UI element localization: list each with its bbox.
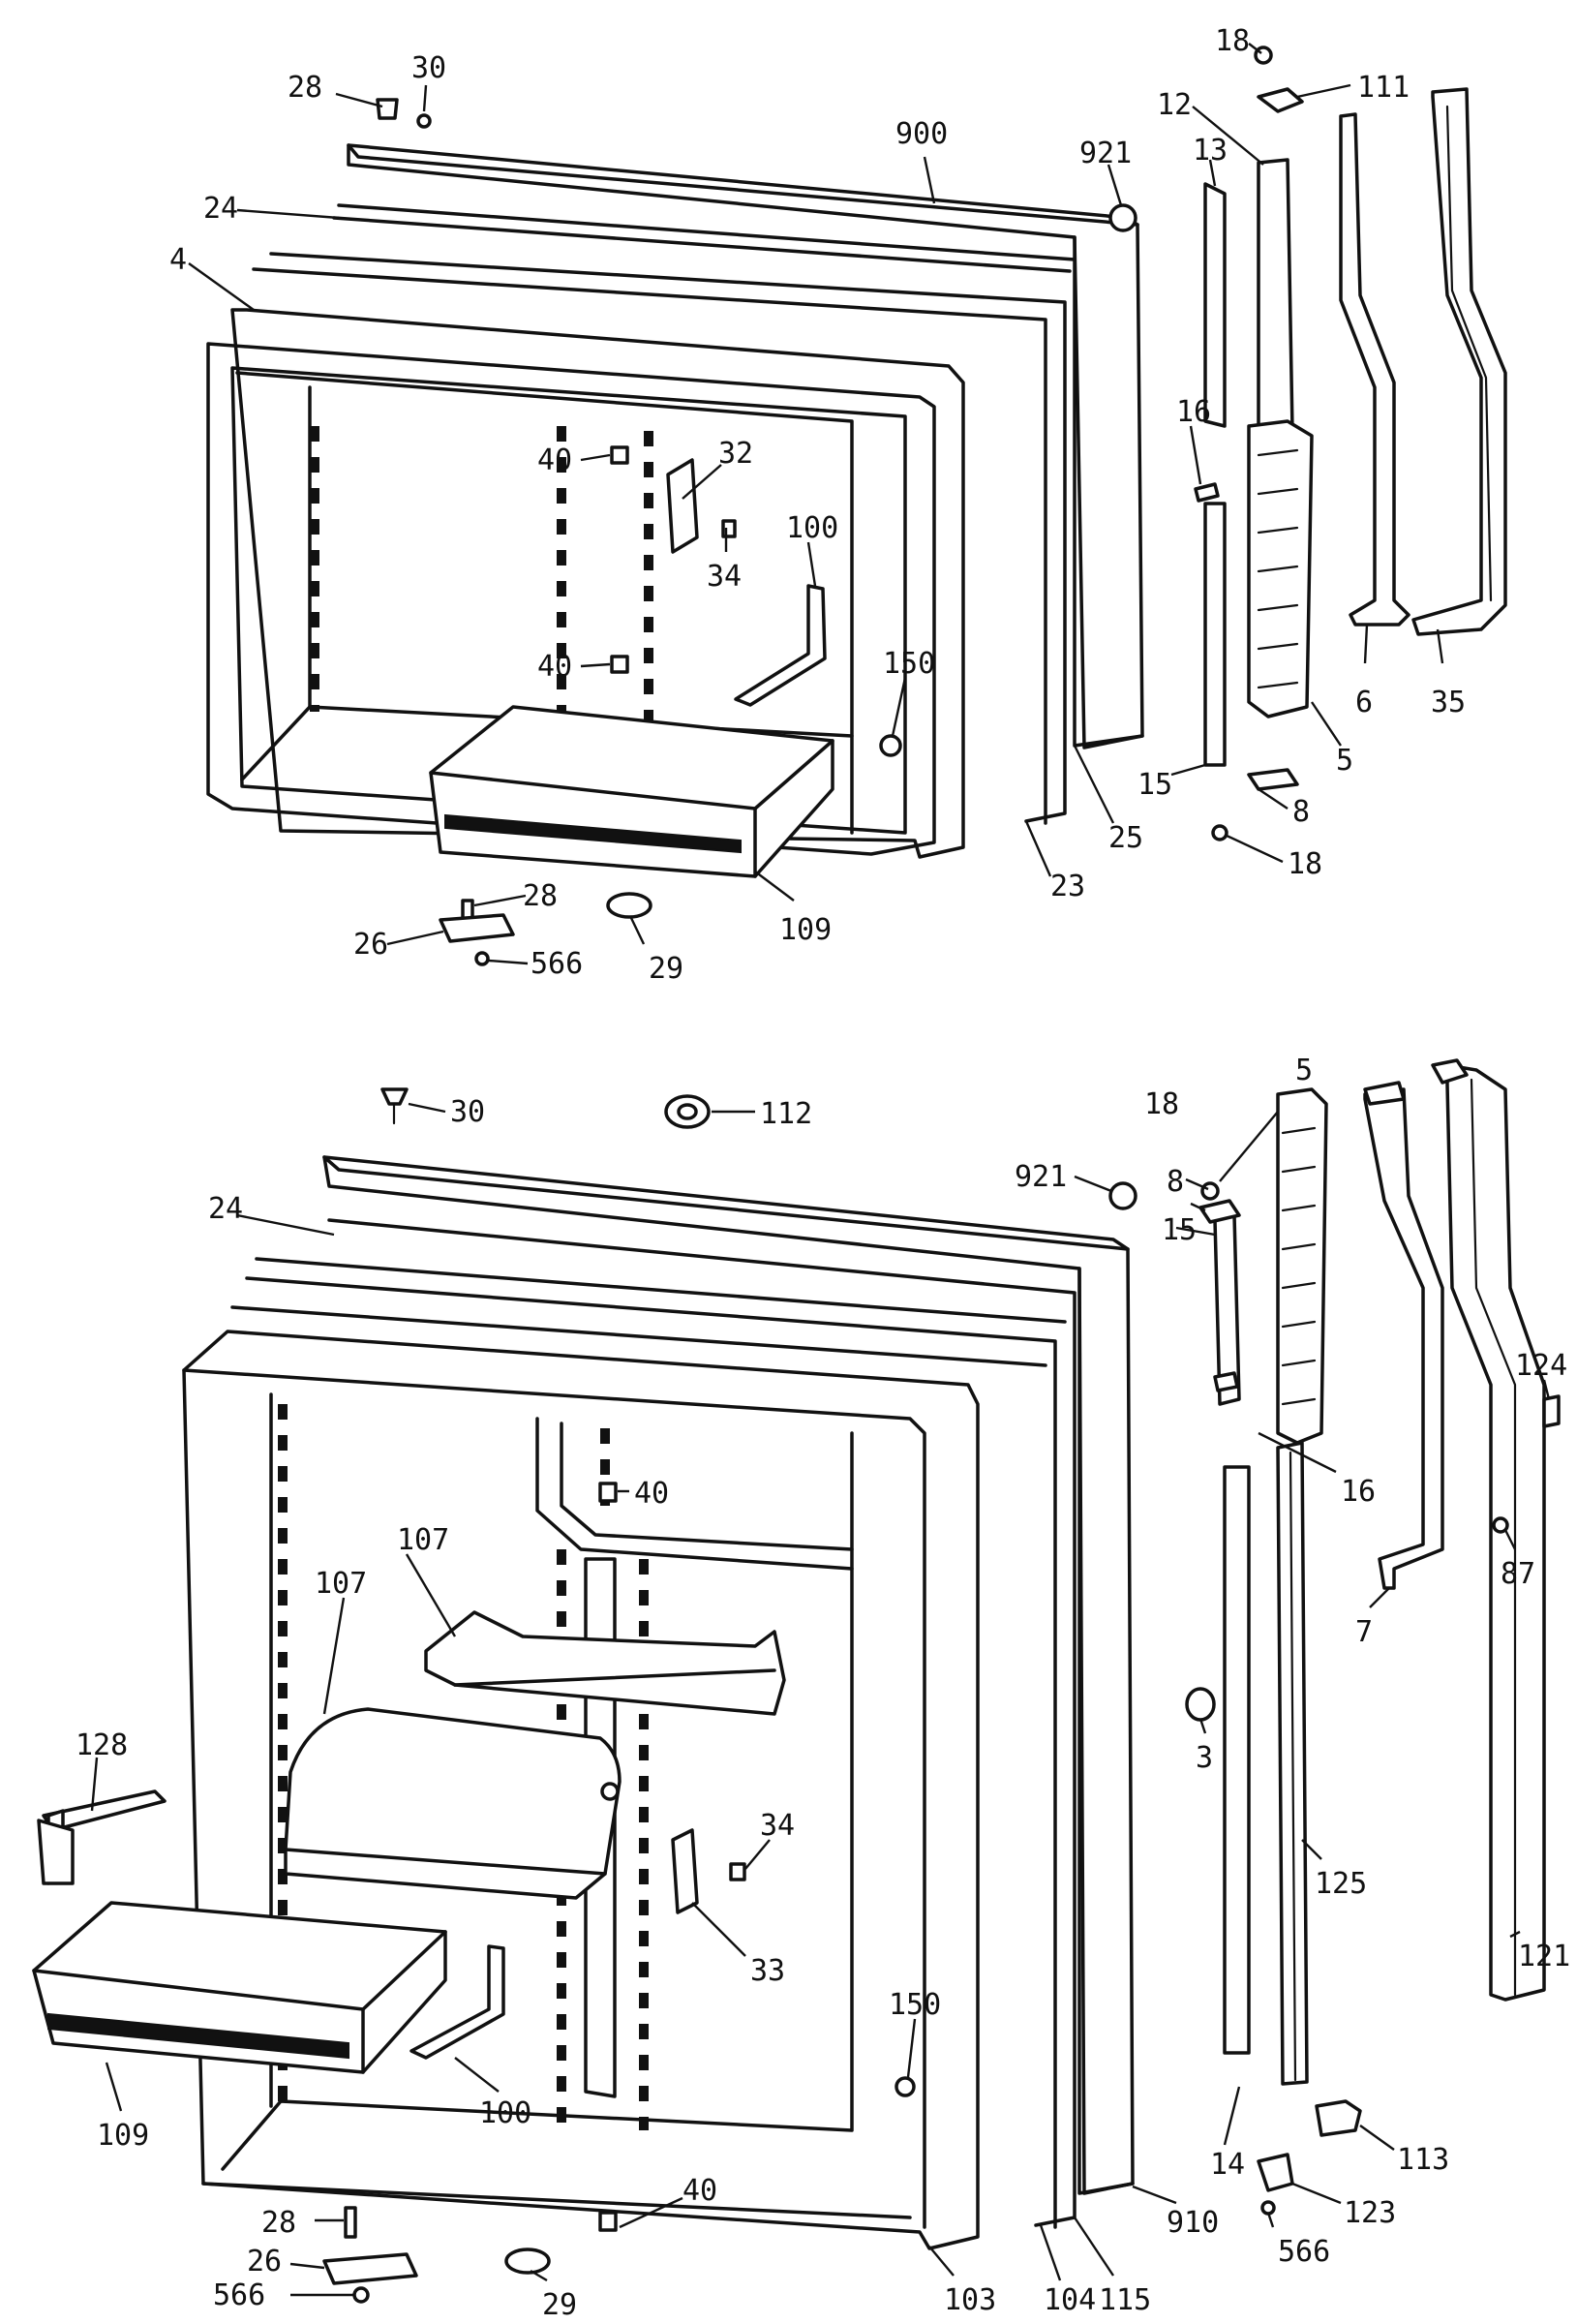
part-label: 32 xyxy=(718,437,753,471)
part-label: 35 xyxy=(1431,686,1466,719)
part-label: 15 xyxy=(1162,1213,1197,1247)
top-leader-lines xyxy=(188,43,1444,965)
part-label: 40 xyxy=(682,2174,717,2208)
part-label: 34 xyxy=(760,1809,795,1843)
part-label: 566 xyxy=(531,947,583,981)
part-label: 28 xyxy=(523,879,558,913)
part-label: 5 xyxy=(1336,744,1353,778)
bottom-part-labels: 30 112 18 5 8 921 15 24 16 124 87 40 107… xyxy=(76,1054,1570,2322)
part-label: 33 xyxy=(750,1954,785,1988)
part-label: 111 xyxy=(1357,71,1410,105)
part-label: 109 xyxy=(97,2119,149,2153)
part-label: 112 xyxy=(760,1097,812,1131)
part-label: 26 xyxy=(247,2245,282,2278)
part-label: 6 xyxy=(1355,686,1373,719)
part-label: 123 xyxy=(1344,2196,1396,2230)
part-label: 40 xyxy=(634,1477,669,1511)
part-label: 8 xyxy=(1292,795,1310,829)
part-label: 125 xyxy=(1315,1867,1367,1901)
top-part-labels: 28 30 18 111 900 921 12 13 24 4 16 32 40… xyxy=(169,24,1466,986)
part-label: 16 xyxy=(1176,395,1211,429)
part-label: 15 xyxy=(1137,768,1172,802)
part-label: 107 xyxy=(397,1523,449,1557)
part-label: 5 xyxy=(1295,1054,1313,1087)
part-label: 28 xyxy=(261,2206,296,2240)
part-label: 34 xyxy=(707,560,742,594)
part-label: 30 xyxy=(411,51,446,85)
part-label: 113 xyxy=(1397,2143,1449,2177)
part-label: 14 xyxy=(1210,2148,1245,2182)
part-label: 104 xyxy=(1044,2283,1096,2317)
top-door-assembly xyxy=(206,46,1507,966)
part-label: 24 xyxy=(208,1192,243,1226)
part-label: 18 xyxy=(1288,847,1322,881)
part-label: 25 xyxy=(1108,821,1143,855)
part-label: 100 xyxy=(786,511,838,545)
part-label: 30 xyxy=(450,1095,485,1129)
part-label: 150 xyxy=(883,647,935,681)
part-label: 40 xyxy=(537,443,572,477)
part-label: 40 xyxy=(537,650,572,684)
part-label: 87 xyxy=(1501,1557,1535,1591)
part-label: 13 xyxy=(1193,134,1228,168)
part-label: 100 xyxy=(479,2096,531,2130)
part-label: 3 xyxy=(1196,1741,1213,1775)
part-label: 8 xyxy=(1167,1165,1184,1199)
part-label: 115 xyxy=(1099,2283,1151,2317)
part-label: 900 xyxy=(895,117,948,151)
part-label: 921 xyxy=(1079,137,1132,170)
part-label: 24 xyxy=(203,192,238,226)
part-label: 910 xyxy=(1167,2206,1219,2240)
part-label: 4 xyxy=(169,243,187,277)
part-label: 23 xyxy=(1050,870,1085,903)
bottom-leader-lines xyxy=(90,1102,1551,2297)
bottom-door-assembly xyxy=(32,1058,1561,2304)
part-label: 921 xyxy=(1015,1160,1067,1194)
part-label: 107 xyxy=(315,1567,367,1601)
part-label: 28 xyxy=(288,71,322,105)
part-label: 566 xyxy=(1278,2235,1330,2269)
part-label: 124 xyxy=(1515,1349,1567,1383)
part-label: 29 xyxy=(542,2288,577,2322)
part-label: 566 xyxy=(213,2278,265,2312)
part-label: 121 xyxy=(1518,1940,1570,1973)
part-label: 18 xyxy=(1215,24,1250,58)
part-label: 150 xyxy=(889,1988,941,2022)
part-label: 26 xyxy=(353,928,388,962)
part-label: 12 xyxy=(1157,88,1192,122)
part-label: 18 xyxy=(1144,1087,1179,1121)
part-label: 7 xyxy=(1355,1615,1373,1649)
part-label: 29 xyxy=(649,952,683,986)
part-label: 16 xyxy=(1341,1475,1376,1509)
part-label: 109 xyxy=(779,913,832,947)
part-label: 128 xyxy=(76,1728,128,1762)
part-label: 103 xyxy=(944,2283,996,2317)
